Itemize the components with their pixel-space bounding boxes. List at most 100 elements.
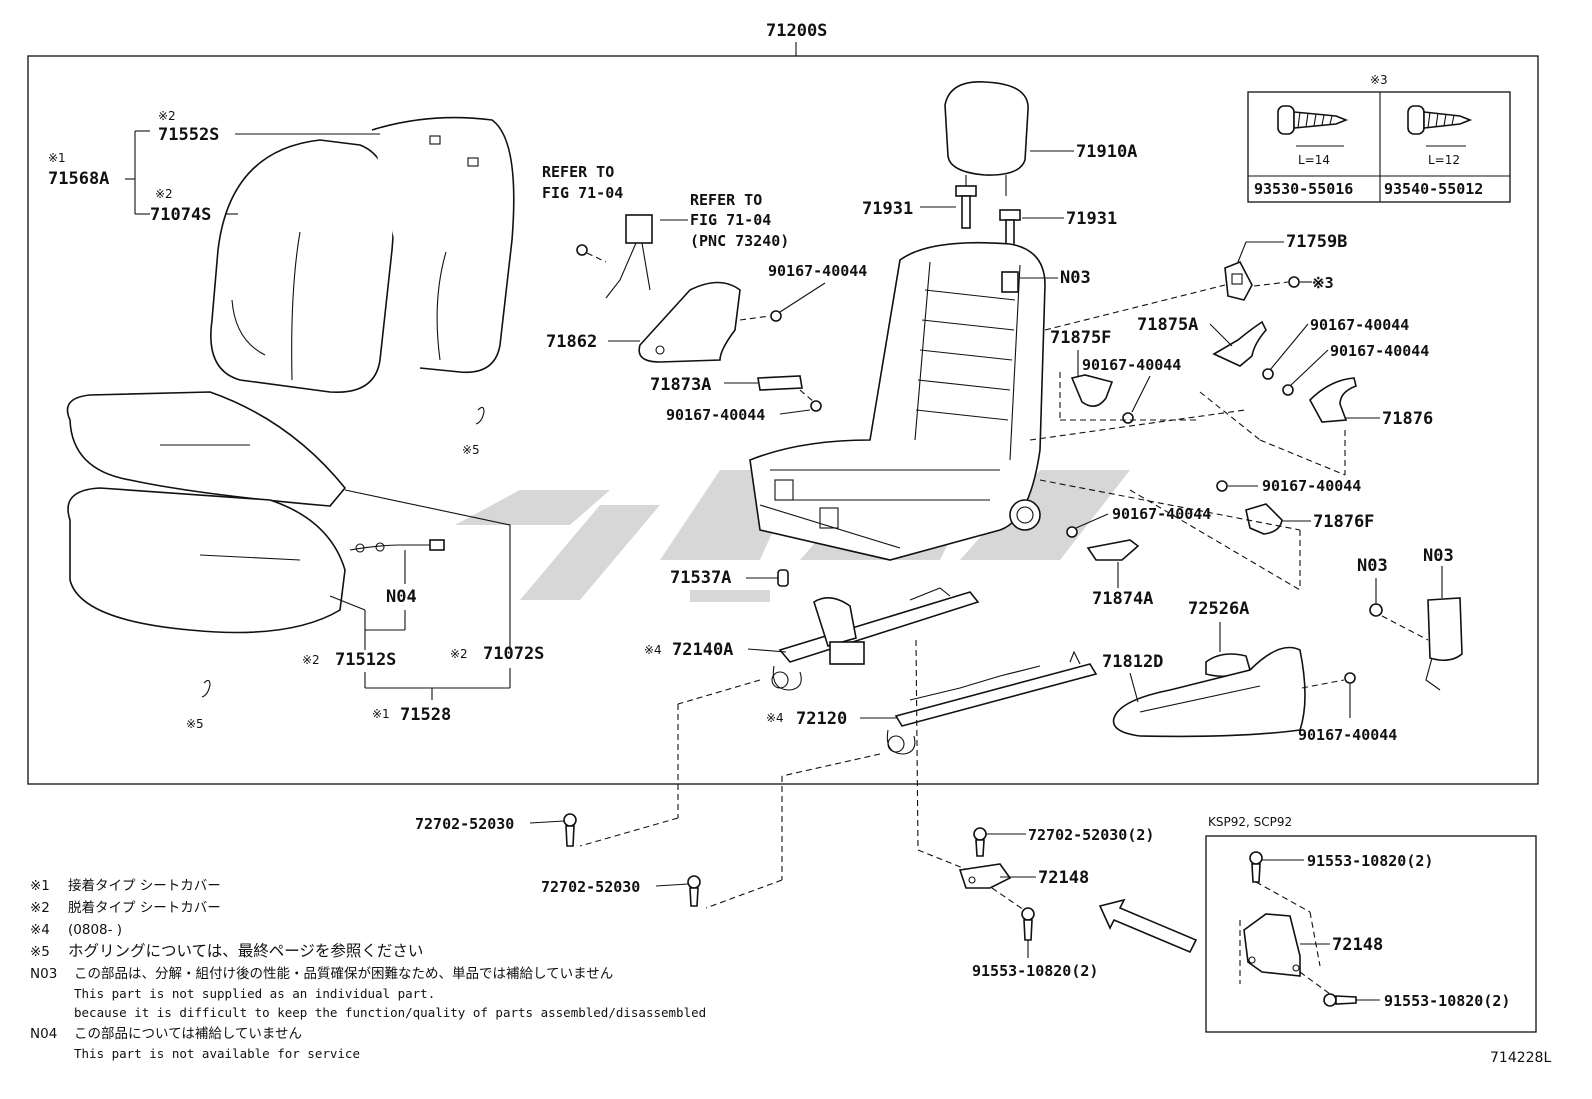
label-71537A[interactable]: 71537A bbox=[670, 568, 731, 588]
label-71552S[interactable]: 71552S bbox=[158, 125, 219, 145]
note-text: この部品については補給していません bbox=[74, 1026, 302, 1042]
note-text-en: This part is not supplied as an individu… bbox=[74, 986, 435, 1001]
bolt-91553-c[interactable] bbox=[1323, 993, 1357, 1007]
label-71876[interactable]: 71876 bbox=[1382, 409, 1433, 429]
seat-track-72140A[interactable] bbox=[771, 587, 980, 691]
mark-4: ※4 bbox=[644, 643, 662, 657]
bolt-72702-a[interactable] bbox=[563, 813, 577, 847]
label-N04[interactable]: N04 bbox=[386, 587, 417, 607]
mark-5: ※5 bbox=[462, 443, 480, 457]
bracket-71875F[interactable] bbox=[1070, 374, 1114, 407]
hog-ring-icon bbox=[201, 406, 485, 698]
label-71528[interactable]: 71528 bbox=[400, 705, 451, 725]
label-71873A[interactable]: 71873A bbox=[650, 375, 711, 395]
refer-to-fig-2[interactable]: FIG 71-04 bbox=[690, 211, 771, 229]
label-90167-40044-g[interactable]: 90167-40044 bbox=[1112, 505, 1211, 523]
refer-to-label-2: REFER TO bbox=[690, 191, 762, 209]
label-71568A[interactable]: 71568A bbox=[48, 169, 109, 189]
bracket-71874A[interactable] bbox=[1086, 539, 1140, 561]
refer-to-label-1: REFER TO bbox=[542, 163, 614, 181]
seat-track-72120[interactable] bbox=[886, 650, 1098, 755]
bolt-91553-b[interactable] bbox=[1249, 851, 1263, 883]
bracket-71873A[interactable] bbox=[757, 375, 803, 391]
seatback-cover-front[interactable] bbox=[210, 139, 395, 393]
assembly-frame bbox=[27, 55, 1539, 785]
diagram-id: 714228L bbox=[1490, 1050, 1551, 1066]
label-71875A[interactable]: 71875A bbox=[1137, 315, 1198, 335]
screw-part-1[interactable]: 93530-55016 bbox=[1254, 180, 1353, 198]
label-screw-mark-3[interactable]: ※3 bbox=[1312, 274, 1334, 292]
label-71876F[interactable]: 71876F bbox=[1313, 512, 1374, 532]
bracket-72148-a[interactable] bbox=[958, 863, 1012, 889]
switch-N03[interactable] bbox=[1425, 597, 1463, 691]
mark-1: ※1 bbox=[372, 707, 390, 721]
mark-2: ※2 bbox=[302, 653, 320, 667]
label-90167-40044-f[interactable]: 90167-40044 bbox=[1262, 477, 1361, 495]
note-text-en: because it is difficult to keep the func… bbox=[74, 1005, 706, 1020]
label-N03-c[interactable]: N03 bbox=[1423, 546, 1454, 566]
refer-to-fig-1[interactable]: FIG 71-04 bbox=[542, 184, 623, 202]
label-72140A[interactable]: 72140A bbox=[672, 640, 733, 660]
clip-N03[interactable] bbox=[1001, 271, 1019, 293]
label-72120[interactable]: 72120 bbox=[796, 709, 847, 729]
seat-side-shield-71812D[interactable] bbox=[1112, 646, 1306, 738]
bracket-72148-b[interactable] bbox=[1243, 913, 1301, 977]
label-90167-40044-b[interactable]: 90167-40044 bbox=[666, 406, 765, 424]
bolt-72702-c[interactable] bbox=[973, 827, 987, 857]
side-cover-71862[interactable] bbox=[638, 281, 741, 363]
note-text: 接着タイプ シートカバー bbox=[68, 877, 221, 894]
label-72702-52030-a[interactable]: 72702-52030 bbox=[415, 815, 514, 833]
label-72702-52030-b[interactable]: 72702-52030 bbox=[541, 878, 640, 896]
headrest-guide-left[interactable] bbox=[955, 185, 977, 229]
label-72148-a[interactable]: 72148 bbox=[1038, 868, 1089, 888]
seat-frame[interactable] bbox=[749, 241, 1046, 561]
label-90167-40044-c[interactable]: 90167-40044 bbox=[1082, 356, 1181, 374]
lever-71876[interactable] bbox=[1309, 377, 1357, 423]
label-71910A[interactable]: 71910A bbox=[1076, 142, 1137, 162]
label-71759B[interactable]: 71759B bbox=[1286, 232, 1347, 252]
note-mark: ※4 bbox=[30, 922, 50, 938]
label-72702-52030-c[interactable]: 72702-52030(2) bbox=[1028, 826, 1154, 844]
bracket-71875A[interactable] bbox=[1212, 320, 1267, 367]
label-71512S[interactable]: 71512S bbox=[335, 650, 396, 670]
bolt-91553-a[interactable] bbox=[1021, 907, 1035, 941]
label-72148-b[interactable]: 72148 bbox=[1332, 935, 1383, 955]
screw-length-2: L=12 bbox=[1428, 153, 1460, 167]
label-91553-10820-b[interactable]: 91553-10820(2) bbox=[1307, 852, 1433, 870]
note-text: 脱着タイプ シートカバー bbox=[68, 899, 221, 916]
screw-part-2[interactable]: 93540-55012 bbox=[1384, 180, 1483, 198]
seat-cushion-cover-upper[interactable] bbox=[66, 391, 347, 507]
label-N03-a[interactable]: N03 bbox=[1060, 268, 1091, 288]
bracket-71876F[interactable] bbox=[1245, 503, 1283, 535]
seat-cushion-cover-lower[interactable] bbox=[67, 487, 346, 634]
label-90167-40044-d[interactable]: 90167-40044 bbox=[1310, 316, 1409, 334]
label-71862[interactable]: 71862 bbox=[546, 332, 597, 352]
label-71074S[interactable]: 71074S bbox=[150, 205, 211, 225]
label-71875F[interactable]: 71875F bbox=[1050, 328, 1111, 348]
label-90167-40044-h[interactable]: 90167-40044 bbox=[1298, 726, 1397, 744]
label-91553-10820-a[interactable]: 91553-10820(2) bbox=[972, 962, 1098, 980]
seat-belt-buckle[interactable] bbox=[576, 214, 653, 299]
mark-1: ※1 bbox=[48, 151, 66, 165]
label-71931-a[interactable]: 71931 bbox=[862, 199, 913, 219]
label-71072S[interactable]: 71072S bbox=[483, 644, 544, 664]
label-91553-10820-c[interactable]: 91553-10820(2) bbox=[1384, 992, 1510, 1010]
headrest[interactable] bbox=[944, 81, 1029, 196]
label-72526A[interactable]: 72526A bbox=[1188, 599, 1249, 619]
label-N03-b[interactable]: N03 bbox=[1357, 556, 1388, 576]
seatback-cover-rear[interactable] bbox=[371, 116, 515, 374]
clip-71537A[interactable] bbox=[777, 569, 789, 587]
seat-heater-wire[interactable] bbox=[349, 539, 445, 553]
bracket-71759B[interactable] bbox=[1224, 260, 1253, 301]
variant-label: KSP92, SCP92 bbox=[1208, 815, 1292, 829]
arrow-icon bbox=[1098, 898, 1198, 954]
label-71931-b[interactable]: 71931 bbox=[1066, 209, 1117, 229]
label-71874A[interactable]: 71874A bbox=[1092, 589, 1153, 609]
note-mark: N04 bbox=[30, 1026, 57, 1042]
label-90167-40044-e[interactable]: 90167-40044 bbox=[1330, 342, 1429, 360]
label-90167-40044-a[interactable]: 90167-40044 bbox=[768, 262, 867, 280]
screw-table-mark: ※3 bbox=[1370, 73, 1388, 87]
label-71812D[interactable]: 71812D bbox=[1102, 652, 1163, 672]
note-mark: ※5 bbox=[30, 944, 50, 960]
bolt-72702-b[interactable] bbox=[687, 875, 701, 907]
